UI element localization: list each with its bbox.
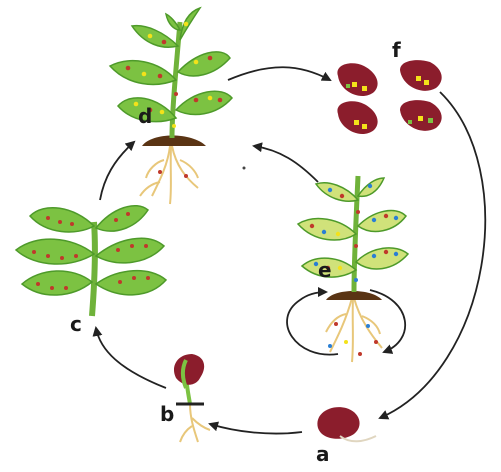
seed-pods-icon xyxy=(337,60,441,134)
stage-label-b: b xyxy=(160,404,174,424)
sprout-icon xyxy=(174,354,210,442)
stage-label-d: d xyxy=(138,106,152,126)
seed-icon xyxy=(317,407,376,441)
stage-label-f: f xyxy=(392,40,401,60)
stage-label-c: c xyxy=(70,314,82,334)
stage-label-e: e xyxy=(318,260,332,280)
stage-label-a: a xyxy=(316,444,330,464)
arrow-a-to-b xyxy=(210,424,302,434)
arrow-d-to-f xyxy=(228,67,330,80)
arrow-e-to-d xyxy=(254,146,318,182)
infected-plant-icon xyxy=(298,176,408,362)
leafy-plant-icon xyxy=(16,206,166,316)
arrow-b-to-c xyxy=(96,328,166,388)
arrow-c-to-d xyxy=(100,142,134,200)
mature-plant-icon xyxy=(110,8,232,204)
